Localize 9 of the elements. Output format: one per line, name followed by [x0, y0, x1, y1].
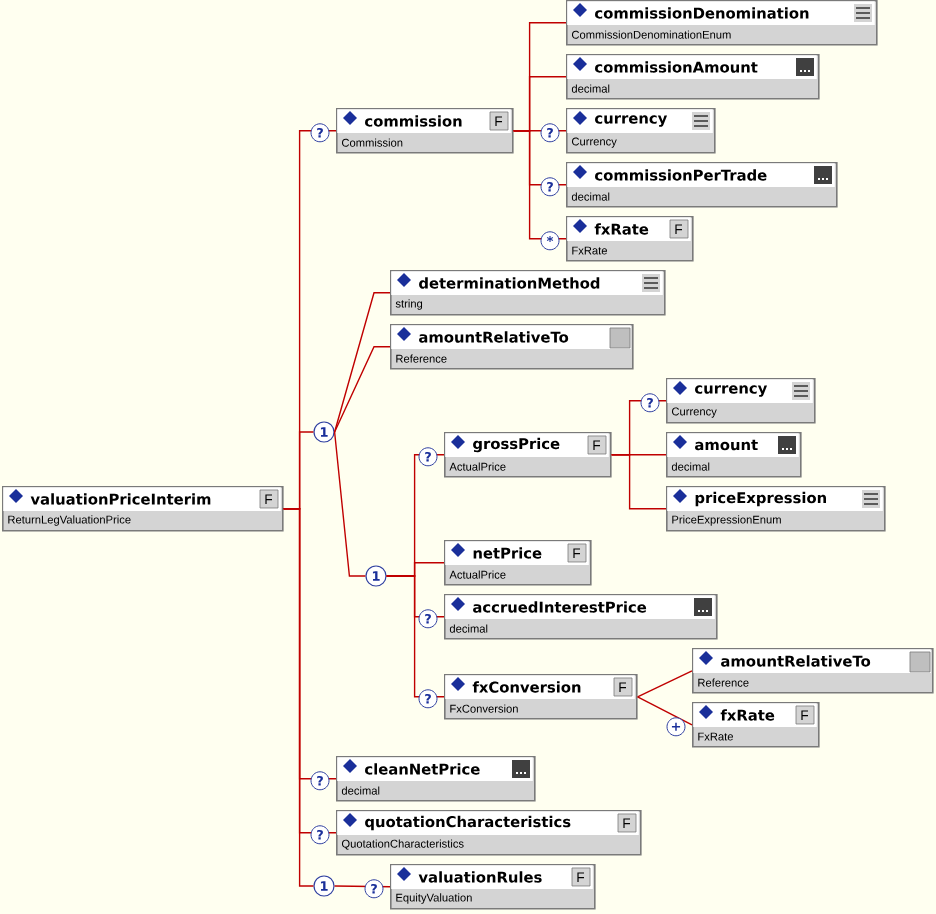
connector — [385, 575, 445, 698]
connector — [636, 670, 693, 698]
connector — [333, 431, 367, 577]
connector — [512, 130, 567, 240]
connector — [333, 292, 391, 433]
connector — [333, 346, 391, 433]
connector — [282, 508, 315, 887]
connector — [610, 454, 667, 510]
connector — [333, 885, 391, 888]
